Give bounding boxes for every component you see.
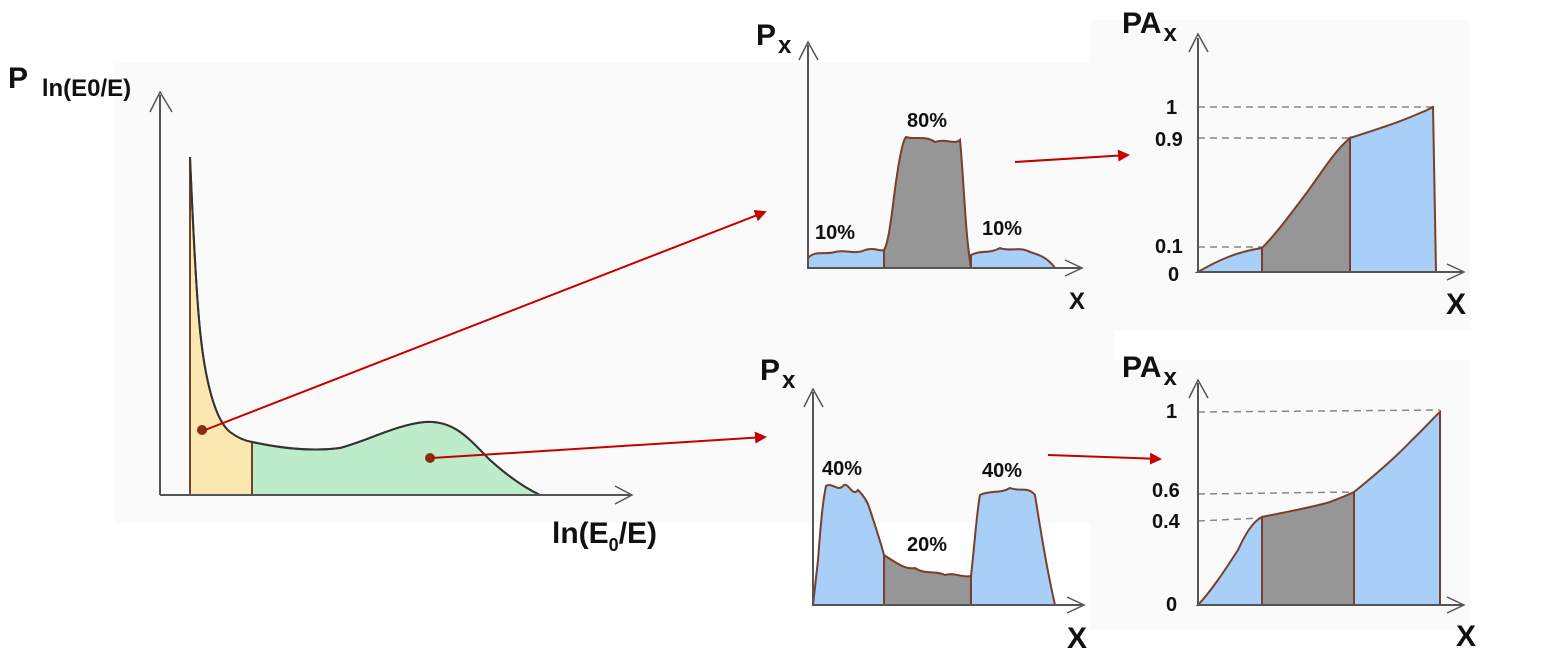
top-pa-seg-right: [1349, 105, 1438, 273]
arrow-yellow-to-top: [204, 210, 767, 431]
bottom-pa-tick-0: 0: [1166, 594, 1177, 616]
bottom-pa-tick-06: 0.6: [1152, 480, 1180, 502]
top-px-x-arrowhead: [1064, 259, 1084, 277]
arrow-top-px-to-pa: [1014, 149, 1130, 163]
top-pa-panel: PAx X 1 0.9 0.1 0: [1122, 7, 1466, 321]
sample-point-green: [425, 453, 435, 463]
bottom-pa-seg-right: [1353, 409, 1441, 606]
top-pa-seg-middle: [1261, 135, 1351, 273]
top-pa-y-label: PAx: [1122, 7, 1177, 47]
main-x-arrowhead: [614, 485, 634, 505]
top-px-label-middle: 80%: [907, 110, 947, 132]
top-px-seg-middle: [883, 135, 973, 269]
bottom-pa-seg-middle: [1261, 490, 1355, 606]
top-pa-y-arrowhead: [1188, 32, 1209, 53]
bottom-pa-y-label: PAx: [1122, 351, 1177, 391]
bottom-pa-dash-04: [1197, 517, 1263, 522]
bottom-pa-seg-left: [1195, 515, 1263, 606]
bottom-pa-dash-06: [1197, 491, 1355, 495]
bottom-px-x-arrowhead: [1066, 596, 1086, 614]
bottom-pa-tick-1: 1: [1166, 401, 1177, 423]
top-pa-tick-09: 0.9: [1155, 129, 1183, 151]
main-plot: P ln(E0/E) ln(E0/E): [8, 62, 657, 555]
bottom-pa-x-label: X: [1456, 620, 1476, 653]
bottom-px-seg-left: [811, 483, 885, 606]
bottom-px-label-right: 40%: [982, 460, 1022, 482]
bottom-pa-tick-04: 0.4: [1152, 511, 1181, 533]
arrow-green-to-bottom: [431, 431, 767, 459]
top-px-seg-left: [807, 248, 885, 269]
main-y-label: P ln(E0/E): [8, 62, 131, 102]
bottom-px-seg-middle: [883, 553, 972, 606]
top-pa-x-label: X: [1446, 288, 1466, 321]
top-px-seg-right: [970, 246, 1057, 269]
bottom-px-y-arrowhead: [803, 387, 824, 408]
bottom-pa-y-arrowhead: [1188, 378, 1209, 399]
top-px-panel: Px X 10% 80% 10%: [756, 19, 1085, 315]
bottom-px-panel: Px X 40% 20% 40%: [760, 354, 1087, 655]
bottom-px-label-left: 40%: [822, 458, 862, 480]
top-pa-tick-01: 0.1: [1155, 236, 1183, 258]
bottom-px-seg-right: [970, 486, 1057, 606]
bottom-pa-dash-1: [1197, 409, 1441, 413]
top-px-label-right: 10%: [982, 218, 1022, 240]
bottom-pa-x-arrowhead: [1446, 596, 1466, 614]
top-px-x-label: X: [1069, 288, 1085, 315]
distribution-curve: [189, 156, 541, 496]
bottom-pa-panel: PAx X 1 0.6 0.4 0: [1122, 351, 1476, 653]
top-pa-x-arrowhead: [1446, 263, 1466, 281]
top-px-label-left: 10%: [815, 222, 855, 244]
main-y-arrowhead: [149, 90, 173, 113]
arrow-bottom-px-to-pa: [1047, 452, 1162, 465]
top-px-y-label: Px: [756, 19, 792, 59]
bottom-px-y-label: Px: [760, 354, 796, 394]
top-pa-tick-0: 0: [1168, 264, 1179, 286]
sample-point-yellow: [197, 425, 207, 435]
bottom-px-label-middle: 20%: [907, 534, 947, 556]
bottom-px-x-label: X: [1067, 622, 1087, 655]
main-x-label: ln(E0/E): [552, 517, 657, 555]
top-px-y-arrowhead: [798, 40, 819, 61]
top-pa-tick-1: 1: [1166, 97, 1177, 119]
